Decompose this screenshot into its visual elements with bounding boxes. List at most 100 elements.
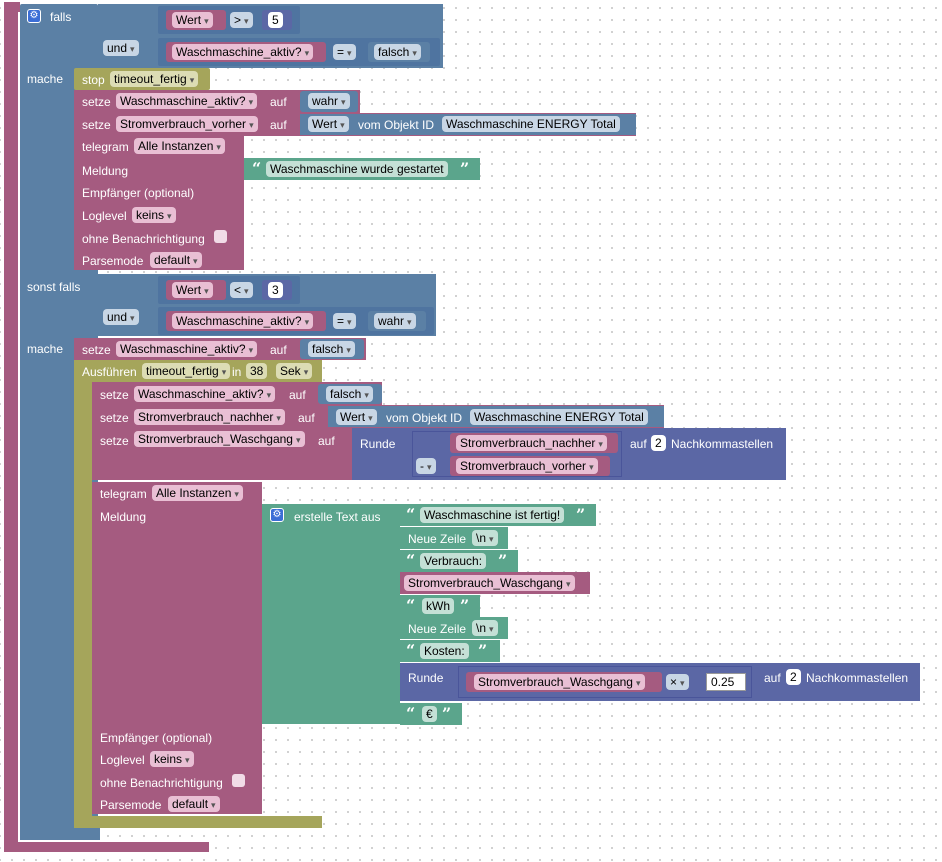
timeout-fertig-field-2[interactable]: timeout_fertig▾ [142,363,231,379]
factor-input[interactable]: 0.25 [706,673,746,691]
loglevel-dropdown-1[interactable]: keins▾ [132,207,176,223]
close-quote-icon: ” [460,159,470,178]
falls-label: falls [50,10,72,24]
set-aktiv-var-2[interactable]: Waschmaschine_aktiv?▾ [116,341,258,357]
instanzen-dropdown-2[interactable]: Alle Instanzen▾ [152,485,243,501]
open-quote-icon: “ [406,704,416,723]
text-kosten-field[interactable]: Kosten: [420,643,469,659]
und-dropdown-1[interactable]: und▾ [103,40,139,56]
var-aktiv-field-2[interactable]: Waschmaschine_aktiv?▾ [172,313,314,329]
setze-label-5: setze [100,411,129,425]
loglevel-label-2: Loglevel [100,753,145,767]
outer-stack-frame [4,2,18,852]
op-gt-dropdown[interactable]: >▾ [230,12,253,28]
ohne-benachrichtigung-checkbox-2[interactable] [232,774,245,787]
var-waschgang-field-1[interactable]: Stromverbrauch_Waschgang▾ [404,575,575,591]
if-block-bottom [20,828,100,840]
object-id-field-1[interactable]: Waschmaschine ENERGY Total [442,116,620,132]
parsemode-dropdown-1[interactable]: default▾ [150,252,202,268]
bool-falsch-field-1[interactable]: falsch▾ [374,44,421,60]
instanzen-dropdown-1[interactable]: Alle Instanzen▾ [134,138,225,154]
text-msg-start[interactable]: Waschmaschine wurde gestartet [266,161,448,177]
setze-label-3: setze [82,343,111,357]
close-quote-icon: ” [442,704,452,723]
telegram-block-1[interactable] [74,136,244,270]
meldung-label-1: Meldung [82,164,129,178]
bool-falsch-field-2[interactable]: falsch▾ [308,341,355,357]
ohne-benachrichtigung-checkbox-1[interactable] [214,230,227,243]
newline-dropdown-2[interactable]: \n▾ [472,620,498,636]
loglevel-dropdown-2[interactable]: keins▾ [150,751,194,767]
erstelle-text-label: erstelle Text aus [294,510,381,524]
text-fertig-field[interactable]: Waschmaschine ist fertig! [420,507,565,523]
text-join-block[interactable] [262,504,400,724]
parsemode-label-1: Parsemode [82,254,144,268]
set-aktiv-var-1[interactable]: Waschmaschine_aktiv?▾ [116,93,258,109]
timeout-block-bottom [74,816,322,828]
op-times-dropdown[interactable]: ×▾ [666,674,689,690]
auf-label-1: auf [270,95,287,109]
get-wert-dropdown-2[interactable]: Wert▾ [336,409,377,425]
setze-label-1: setze [82,95,111,109]
timeout-block-frame [74,360,92,828]
bool-falsch-field-3[interactable]: falsch▾ [326,386,373,402]
parsemode-dropdown-2[interactable]: default▾ [168,796,220,812]
decimals-field-2[interactable]: 2 [786,669,801,685]
var-vorher-field[interactable]: Stromverbrauch_vorher▾ [456,458,598,474]
var-aktiv-field-1[interactable]: Waschmaschine_aktiv?▾ [172,44,314,60]
vom-objekt-label-1: vom Objekt ID [358,118,435,132]
decimals-field-1[interactable]: 2 [651,435,666,451]
open-quote-icon: “ [406,641,416,660]
setze-label-2: setze [82,118,111,132]
auf-label-7: auf [630,437,647,451]
und-dropdown-2[interactable]: und▾ [103,309,139,325]
outer-stack-bottom [4,842,209,852]
num-3-field[interactable]: 3 [268,282,283,298]
var-wert-field-1[interactable]: Wert▾ [172,12,213,28]
set-waschgang-var[interactable]: Stromverbrauch_Waschgang▾ [134,431,305,447]
telegram-label-1: telegram [82,140,129,154]
close-quote-icon: ” [498,551,508,570]
auf-label-3: auf [270,343,287,357]
auf-label-5: auf [298,411,315,425]
var-waschgang-field-2[interactable]: Stromverbrauch_Waschgang▾ [474,674,645,690]
setze-label-6: setze [100,434,129,448]
ohne-benachrichtigung-label-2: ohne Benachrichtigung [100,776,223,790]
bool-wahr-field-1[interactable]: wahr▾ [308,93,350,109]
text-verbrauch-field[interactable]: Verbrauch: [420,553,487,569]
loglevel-label-1: Loglevel [82,209,127,223]
op-minus-dropdown[interactable]: -▾ [416,458,436,474]
bool-wahr-field-2[interactable]: wahr▾ [374,313,416,329]
auf-label-6: auf [318,434,335,448]
open-quote-icon: “ [252,159,262,178]
op-eq-dropdown-2[interactable]: =▾ [333,313,356,329]
telegram-label-2: telegram [100,487,147,501]
set-nachher-var[interactable]: Stromverbrauch_nachher▾ [134,409,285,425]
var-nachher-field[interactable]: Stromverbrauch_nachher▾ [456,435,607,451]
var-wert-field-2[interactable]: Wert▾ [172,282,213,298]
object-id-field-2[interactable]: Waschmaschine ENERGY Total [470,409,648,425]
op-lt-dropdown[interactable]: <▾ [230,282,253,298]
mache-label-1: mache [27,72,64,86]
gear-icon[interactable]: ⚙ [27,9,41,23]
timeout-fertig-field-1[interactable]: timeout_fertig▾ [110,71,199,87]
nachkommastellen-label-1: Nachkommastellen [671,437,774,451]
sek-dropdown[interactable]: Sek▾ [276,363,313,379]
set-aktiv-var-3[interactable]: Waschmaschine_aktiv?▾ [134,386,276,402]
close-quote-icon: ” [478,641,488,660]
text-kwh-field[interactable]: kWh [422,598,454,614]
mache-label-2: mache [27,342,64,356]
neue-zeile-label-1: Neue Zeile [408,532,467,546]
op-eq-dropdown-1[interactable]: =▾ [333,44,356,60]
empfaenger-label-1: Empfänger (optional) [82,186,195,200]
newline-dropdown-1[interactable]: \n▾ [472,530,498,546]
text-euro-field[interactable]: € [422,706,437,722]
timeout-seconds-field[interactable]: 38 [246,363,268,379]
join-gear-icon[interactable]: ⚙ [270,508,284,522]
num-5-field[interactable]: 5 [268,12,283,28]
open-quote-icon: “ [406,596,416,615]
neue-zeile-label-2: Neue Zeile [408,622,467,636]
auf-label-2: auf [270,118,287,132]
set-vorher-var[interactable]: Stromverbrauch_vorher▾ [116,116,258,132]
get-wert-dropdown-1[interactable]: Wert▾ [308,116,349,132]
